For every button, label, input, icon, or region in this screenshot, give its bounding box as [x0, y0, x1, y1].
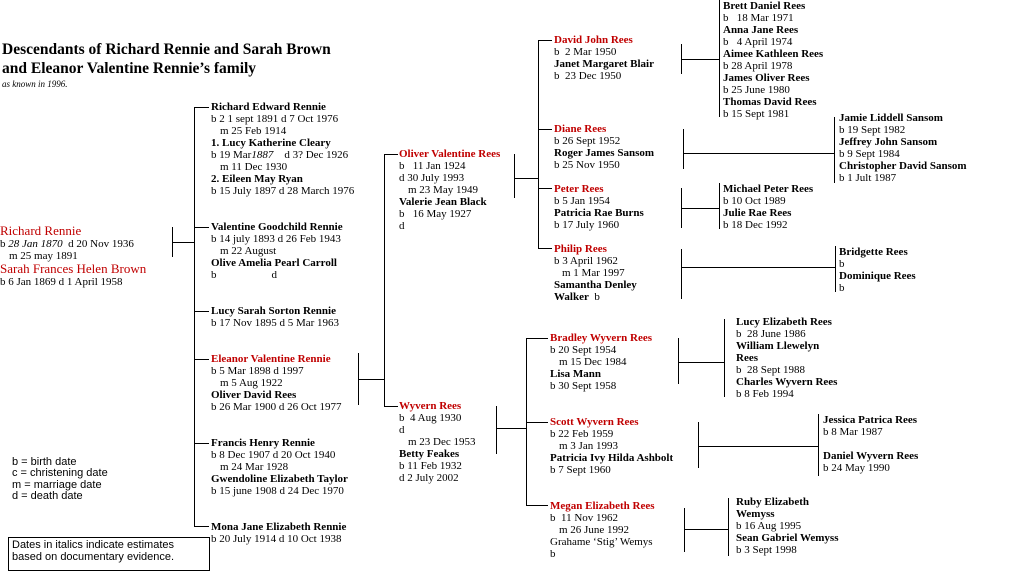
- bradley-children-bar: [724, 319, 725, 397]
- gen1-branch: [194, 311, 209, 312]
- title-subtitle: as known in 1996.: [2, 79, 68, 89]
- oliver-connector: [514, 178, 538, 179]
- gen3-branch: [538, 188, 552, 189]
- scott-connector: [698, 446, 818, 447]
- peter-children-bar: [719, 183, 720, 229]
- scott-couple-bar: [698, 422, 699, 468]
- bradley-connector: [678, 362, 724, 363]
- gen3-branch: [538, 129, 552, 130]
- philip-couple-bar: [681, 249, 682, 299]
- gen3-branch: [526, 338, 548, 339]
- gen3-branch: [538, 40, 552, 41]
- peter-connector: [681, 208, 719, 209]
- gen1-branch: [194, 443, 209, 444]
- italics-note-box: Dates in italics indicate estimates base…: [8, 537, 210, 571]
- wyvern-connector: [496, 428, 526, 429]
- gen3-branch: [538, 248, 552, 249]
- david-connector: [681, 59, 719, 60]
- root-spouse-name: Sarah Frances Helen Brown: [0, 261, 147, 276]
- gen3-branch: [526, 505, 548, 506]
- gen2-branch: [384, 154, 398, 155]
- diane-children-bar: [834, 117, 835, 183]
- eleanor-couple-bar: [358, 353, 359, 405]
- root-marriage: m 25 may 1891: [9, 250, 78, 262]
- gen2-branch: [384, 406, 398, 407]
- title-line-1: Descendants of Richard Rennie and Sarah …: [2, 41, 331, 58]
- diane-connector: [683, 153, 834, 154]
- gen1-branch: [194, 107, 209, 108]
- gen1-branch: [194, 526, 209, 527]
- root-connector: [172, 242, 194, 243]
- david-children-bar: [719, 0, 720, 117]
- scott-children-bar: [818, 414, 819, 476]
- philip-connector: [681, 267, 835, 268]
- gen2-trunk: [384, 154, 385, 407]
- eleanor-connector: [358, 379, 384, 380]
- root-spouse-dates: b 6 Jan 1869 d 1 April 1958: [0, 276, 123, 288]
- megan-connector: [684, 529, 728, 530]
- bradley-couple-bar: [678, 338, 679, 384]
- gen3-branch: [526, 422, 548, 423]
- philip-children-bar: [835, 246, 836, 292]
- gen1-trunk: [194, 107, 195, 527]
- megan-children-bar: [728, 498, 729, 556]
- wyvern-couple-bar: [496, 406, 497, 454]
- root-name: Richard Rennie: [0, 223, 82, 238]
- gen1-branch: [194, 227, 209, 228]
- megan-couple-bar: [684, 508, 685, 552]
- oliver-children-trunk: [538, 40, 539, 249]
- gen1-branch: [194, 359, 209, 360]
- root-dates: b 28 Jan 1870 d 20 Nov 1936: [0, 238, 134, 250]
- diane-couple-bar: [683, 129, 684, 169]
- oliver-couple-bar: [514, 154, 515, 198]
- title-line-2: and Eleanor Valentine Rennie’s family: [2, 60, 257, 77]
